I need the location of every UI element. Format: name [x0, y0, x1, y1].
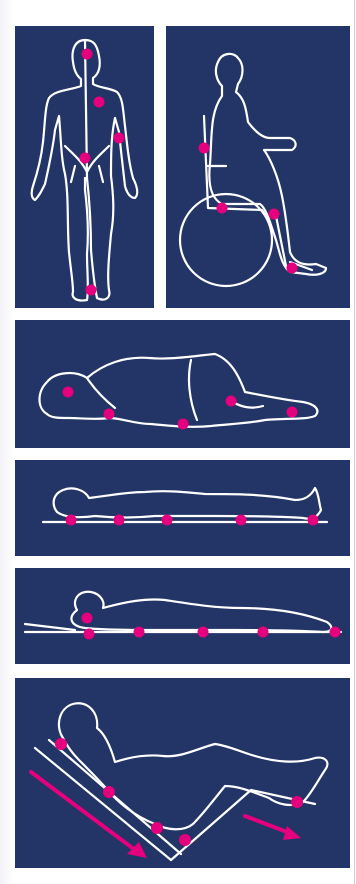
point-ankle: [287, 407, 298, 418]
prone-figure: [15, 568, 350, 664]
point-toes: [330, 627, 341, 638]
point-wheelchair-heel: [287, 263, 298, 274]
shear-arrow-legs: [245, 816, 287, 832]
side-lying-figure: [15, 320, 350, 448]
supine-figure: [15, 460, 350, 556]
point-shoulder: [104, 409, 115, 420]
prone-body-outline: [71, 592, 331, 632]
wheelchair-frame: [204, 116, 312, 270]
point-semi-occiput: [55, 738, 67, 750]
point-semi-heel: [291, 796, 303, 808]
panel-side-lying: [15, 320, 350, 448]
panel-supine: [15, 460, 350, 556]
standing-figure: [15, 26, 154, 308]
semi-recumbent-figure: [15, 678, 350, 868]
supine-body-outline: [54, 488, 321, 519]
point-prone-knee-lower: [258, 627, 269, 638]
point-side-knee: [226, 396, 237, 407]
point-supine-heel: [308, 515, 319, 526]
point-face: [82, 613, 93, 624]
page-right-border: [354, 0, 355, 884]
point-ischium: [217, 203, 228, 214]
shear-arrow-back: [31, 772, 135, 850]
wheelchair-figure: [166, 26, 350, 308]
point-knee: [269, 209, 280, 220]
point-supine-sacrum: [236, 515, 247, 526]
point-semi-shoulder-blade: [103, 786, 115, 798]
point-supine-shoulder-blade: [114, 515, 125, 526]
wheelchair-person-outline: [209, 54, 326, 275]
point-shoulder-blade: [199, 143, 210, 154]
semi-recumbent-body-outline: [59, 703, 327, 829]
point-elbow: [114, 133, 125, 144]
point-prone-knee: [198, 627, 209, 638]
point-ear: [63, 387, 74, 398]
point-semi-sacrum: [151, 822, 163, 834]
point-occiput: [66, 515, 77, 526]
shear-arrow-legs-head: [283, 826, 301, 840]
standing-body-outline: [32, 40, 137, 301]
point-semi-ischium: [179, 834, 191, 846]
panel-standing-front: [15, 26, 154, 308]
point-heel: [86, 285, 97, 296]
point-hip: [178, 419, 189, 430]
panel-prone: [15, 568, 350, 664]
point-head: [82, 49, 93, 60]
point-prone-chest: [84, 629, 95, 640]
point-sacrum: [80, 153, 91, 164]
side-lying-body-outline: [40, 354, 318, 427]
panel-semi-recumbent-sliding: [15, 678, 350, 868]
panel-wheelchair-sitting: [166, 26, 350, 308]
point-chest: [94, 97, 105, 108]
point-prone-hip: [134, 627, 145, 638]
point-elbow-supine: [162, 515, 173, 526]
